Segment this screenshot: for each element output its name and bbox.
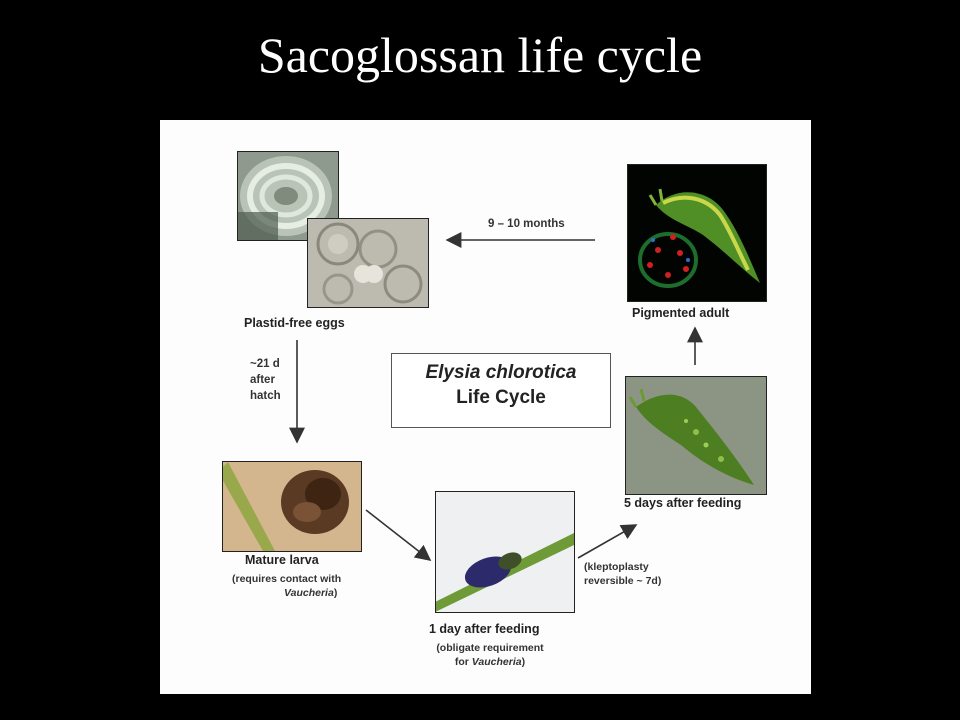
hatch-note: ~21 d after hatch <box>250 356 281 404</box>
adult-label: Pigmented adult <box>632 306 730 320</box>
one-day-note: (obligate requirement for Vaucheria) <box>428 641 552 669</box>
eggs-mass-photo <box>237 151 339 241</box>
five-days-label: 5 days after feeding <box>624 496 742 510</box>
kleptoplasty-line2: reversible ~ 7d) <box>584 575 662 587</box>
one-day-note-line1: (obligate requirement <box>436 642 544 654</box>
arrow-larva-to-1day <box>365 509 432 561</box>
larva-photo <box>222 461 362 552</box>
months-note: 9 – 10 months <box>488 218 565 230</box>
larva-note-italic: Vaucheria <box>284 587 334 599</box>
hatch-note-line3: hatch <box>250 390 281 402</box>
larva-note-text: (requires contact with <box>232 573 342 585</box>
diagram-arrows <box>289 232 703 561</box>
adult-photo <box>627 164 767 302</box>
kleptoplasty-line1: (kleptoplasty <box>584 561 649 573</box>
one-day-note-end: ) <box>521 656 526 668</box>
five-days-photo <box>625 376 767 495</box>
kleptoplasty-note: (kleptoplasty reversible ~ 7d) <box>584 560 661 588</box>
larva-note-end: ) <box>333 587 338 599</box>
hatch-note-line2: after <box>250 374 275 386</box>
center-title-species: Elysia chlorotica <box>425 362 577 383</box>
life-cycle-diagram: Plastid-free eggs ~21 d after hatch 9 – … <box>160 120 811 694</box>
one-day-note-pre: for <box>454 656 472 668</box>
center-title-box: Elysia chlorotica Life Cycle <box>391 353 611 428</box>
one-day-label: 1 day after feeding <box>429 622 540 636</box>
eggs-closeup-photo <box>307 218 429 308</box>
slide-title: Sacoglossan life cycle <box>257 27 703 83</box>
eggs-label: Plastid-free eggs <box>244 316 345 330</box>
arrow-1day-to-5days <box>577 524 638 559</box>
larva-note: (requires contact with Vaucheria) <box>232 572 341 600</box>
center-title-cycle: Life Cycle <box>456 387 546 408</box>
one-day-note-italic: Vaucheria <box>471 656 522 668</box>
one-day-photo <box>435 491 575 613</box>
hatch-note-line1: ~21 d <box>250 358 280 370</box>
larva-label: Mature larva <box>245 553 319 567</box>
